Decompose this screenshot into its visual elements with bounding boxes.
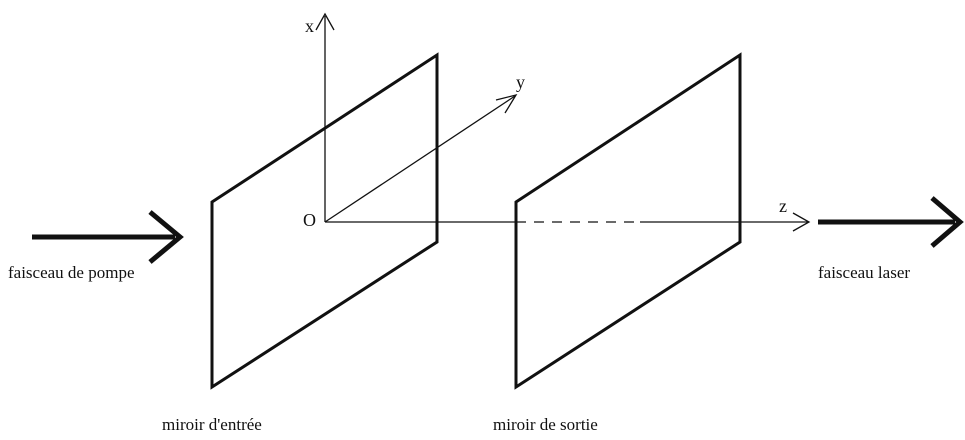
origin-label: O: [303, 210, 316, 230]
output-mirror-label: miroir de sortie: [493, 415, 598, 434]
y-axis-label: y: [516, 72, 525, 92]
laser-beam-arrow: [818, 196, 964, 248]
x-axis: [315, 12, 335, 222]
input-mirror: [210, 52, 439, 390]
pump-beam-label: faisceau de pompe: [8, 263, 135, 282]
x-axis-label: x: [305, 16, 314, 36]
laser-beam-label: faisceau laser: [818, 263, 910, 282]
pump-beam-arrow: [32, 210, 184, 264]
input-mirror-label: miroir d'entrée: [162, 415, 262, 434]
output-mirror: [514, 52, 742, 390]
z-axis-label: z: [779, 196, 787, 216]
y-axis: [324, 93, 518, 223]
z-axis: [325, 212, 811, 232]
